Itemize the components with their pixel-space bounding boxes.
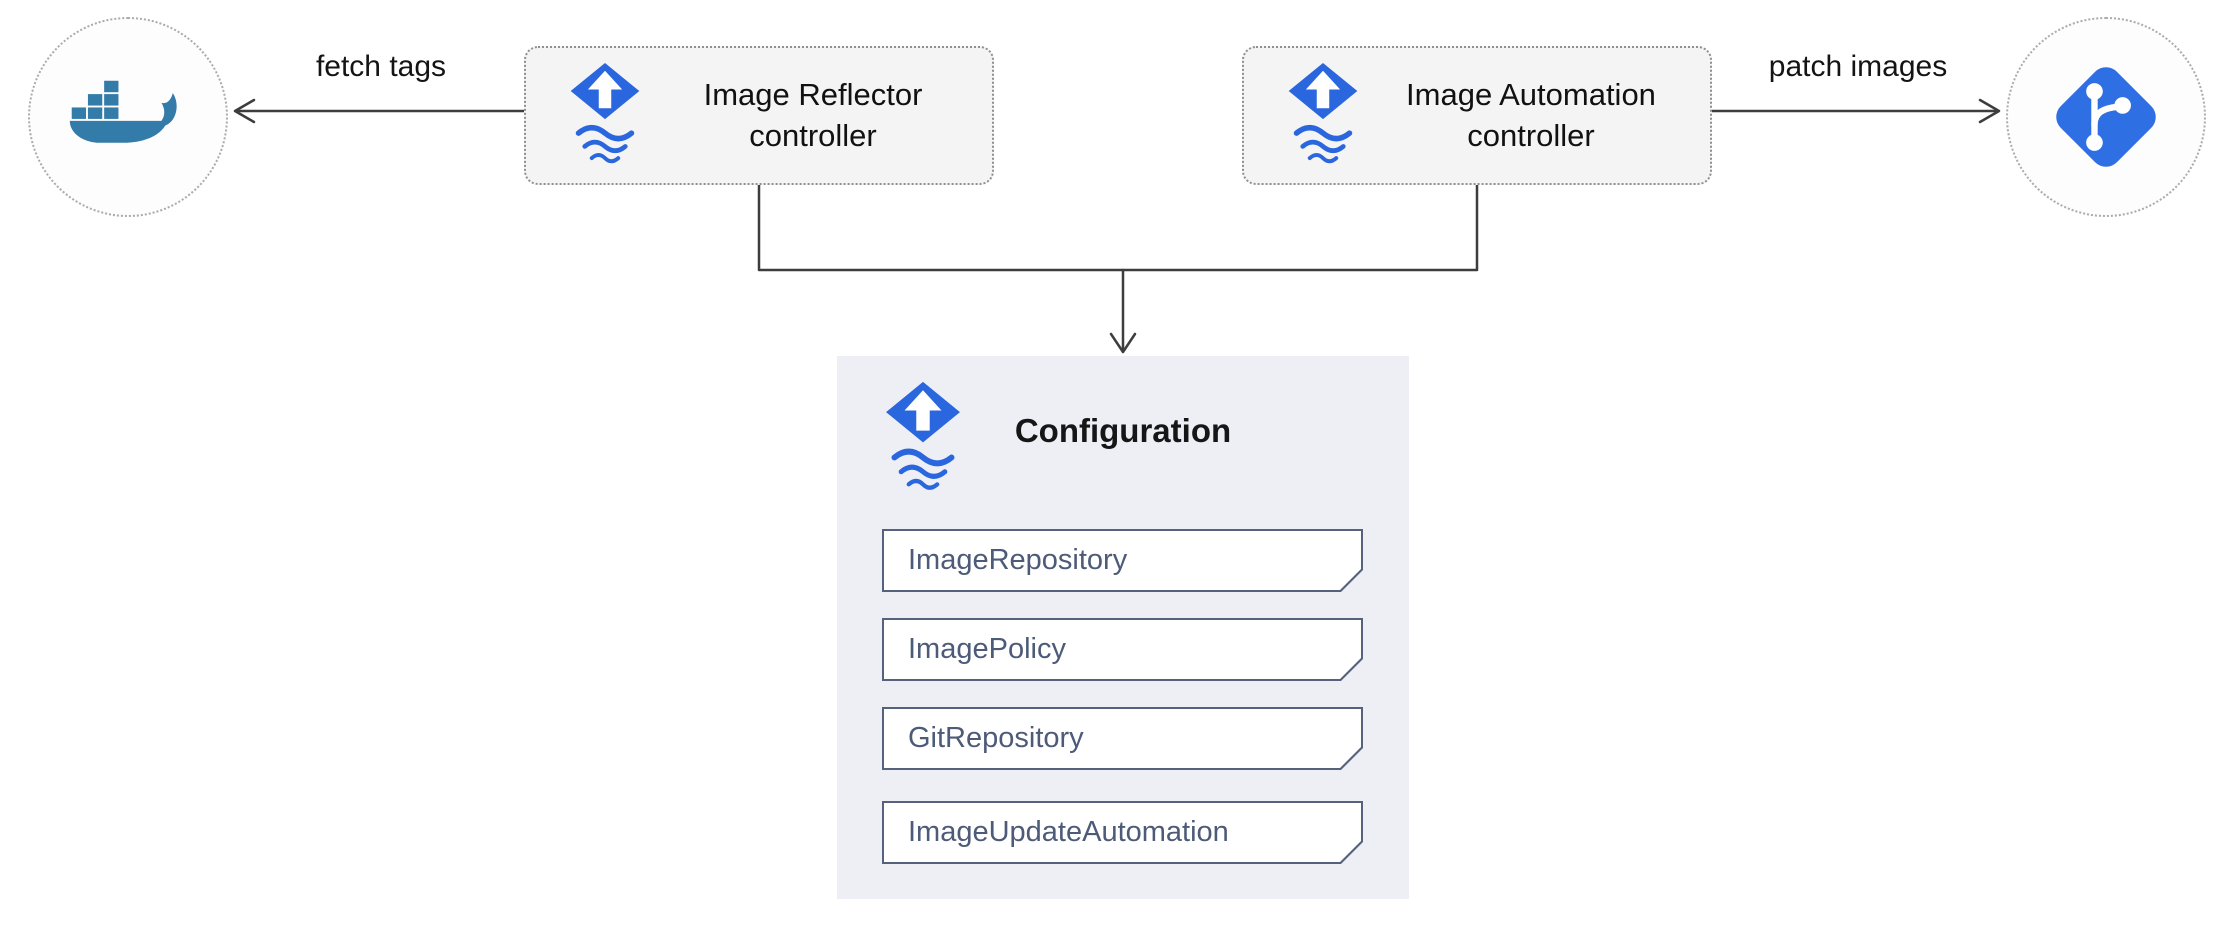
tag-shape-fill <box>884 803 1361 862</box>
tag-shape-fill <box>884 531 1361 590</box>
fetch-tags-arrowhead <box>233 98 256 124</box>
crd-item-gitrepository: GitRepository <box>882 707 1363 770</box>
git-icon <box>2056 67 2156 167</box>
crd-item-label: GitRepository <box>908 722 1084 754</box>
configuration-title: Configuration <box>1014 412 1232 449</box>
controller-label: Image Reflector controller <box>703 77 923 153</box>
controller-label: Image Automation controller <box>1406 77 1656 153</box>
config-arrowhead <box>1109 332 1137 354</box>
flux-icon <box>570 62 640 163</box>
crd-item-label: ImageUpdateAutomation <box>908 816 1229 848</box>
crd-item-imagerepository: ImageRepository <box>882 529 1363 592</box>
patch-images-arrowhead <box>1978 98 2001 124</box>
docker-icon <box>69 80 177 143</box>
edge-label-patch-images: patch images <box>1768 50 1948 83</box>
git-repository-node <box>2006 17 2206 217</box>
crd-item-imageupdateautomation: ImageUpdateAutomation <box>882 801 1363 864</box>
image-automation-controller-node: Image Automation controller <box>1242 46 1712 185</box>
tag-shape-fill <box>884 620 1361 679</box>
crd-item-label: ImagePolicy <box>908 633 1066 665</box>
image-reflector-controller-node: Image Reflector controller <box>524 46 994 185</box>
crd-item-imagepolicy: ImagePolicy <box>882 618 1363 681</box>
flux-icon <box>1288 62 1358 163</box>
crd-item-label: ImageRepository <box>908 544 1128 576</box>
configuration-panel: Configuration ImageRepository ImagePolic… <box>837 356 1409 899</box>
docker-registry-node <box>28 17 228 217</box>
edge-label-fetch-tags: fetch tags <box>315 50 447 83</box>
controllers-join-line <box>757 183 1479 272</box>
tag-shape-fill <box>884 709 1361 768</box>
flux-icon <box>886 381 960 490</box>
